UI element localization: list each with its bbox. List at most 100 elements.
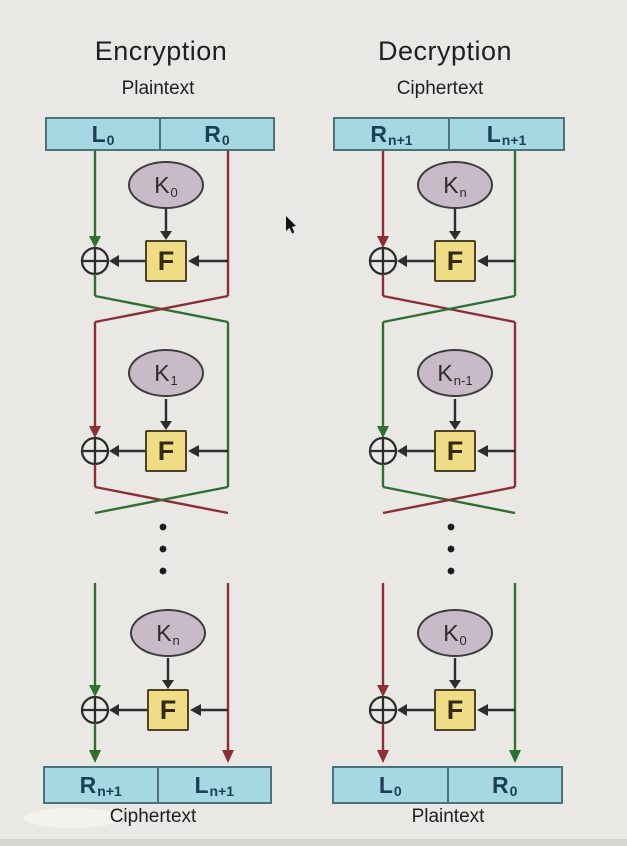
dec-round2-f-box: F	[434, 430, 476, 472]
dec-round1-f-box: F	[434, 240, 476, 282]
arrowhead-icon	[89, 236, 101, 248]
key-label: K	[437, 359, 453, 386]
dec-round-3	[368, 583, 521, 763]
ellipsis-dot	[159, 545, 167, 553]
swap-wire	[94, 485, 229, 515]
key-label-subscript: n	[459, 184, 467, 200]
register-label: L	[378, 771, 393, 798]
enc-round2-f-box: F	[145, 430, 187, 472]
encryption-output-label: Ciphertext	[109, 806, 197, 827]
arrowhead-icon	[188, 445, 199, 457]
xor-icon	[368, 246, 398, 276]
arrowhead-icon	[190, 704, 201, 716]
f-label: F	[446, 694, 464, 725]
key-label: K	[154, 359, 170, 386]
mouse-cursor-icon	[286, 216, 296, 234]
decryption-output-label: Plaintext	[411, 806, 485, 827]
f-label: F	[159, 694, 177, 725]
enc-ellipsis-dots	[159, 523, 167, 575]
encryption-input-label: Plaintext	[121, 78, 195, 99]
register-label-subscript: 0	[221, 132, 230, 148]
dec-ellipsis-dots	[447, 523, 455, 575]
register-label: L	[91, 120, 106, 147]
enc-round-2	[80, 322, 230, 487]
key-label: K	[443, 171, 459, 198]
dec-round3-f-box: F	[434, 689, 476, 731]
arrowhead-icon	[162, 680, 174, 689]
dec-swap-1	[382, 294, 516, 324]
key-label: K	[443, 619, 459, 646]
xor-icon	[368, 695, 398, 725]
arrowhead-icon	[397, 704, 407, 716]
arrowhead-icon	[477, 255, 488, 267]
register-label: R	[204, 120, 221, 147]
f-label: F	[446, 435, 464, 466]
decryption-input-label: Ciphertext	[396, 78, 484, 99]
arrowhead-icon	[89, 685, 101, 697]
arrowhead-icon	[109, 704, 119, 716]
arrowhead-icon	[397, 445, 407, 457]
arrowhead-icon	[109, 445, 119, 457]
bottom-strip	[0, 839, 627, 846]
arrowhead-icon	[377, 426, 389, 438]
register-label-subscript: n+1	[97, 783, 122, 799]
register-label-subscript: n+1	[209, 783, 235, 799]
dec-swap-2	[382, 485, 516, 515]
arrowhead-icon	[509, 750, 521, 763]
arrowhead-icon	[89, 426, 101, 438]
key-label-subscript: n	[172, 632, 180, 648]
enc-round1-f-box: F	[145, 240, 187, 282]
register-label: R	[79, 771, 97, 798]
enc-swap-2	[94, 485, 229, 515]
arrowhead-icon	[109, 255, 119, 267]
f-label: F	[157, 435, 175, 466]
xor-icon	[80, 436, 110, 466]
arrowhead-icon	[477, 445, 488, 457]
arrowhead-icon	[397, 255, 407, 267]
arrowhead-icon	[449, 231, 461, 240]
register-label-subscript: 0	[509, 783, 518, 799]
ellipsis-dot	[447, 567, 455, 575]
swap-wire	[382, 294, 516, 324]
ellipsis-dot	[159, 567, 167, 575]
swap-wire	[382, 485, 516, 515]
dec-round-2	[368, 322, 517, 487]
enc-swap-1	[94, 294, 229, 324]
arrowhead-icon	[449, 421, 461, 430]
encryption-title: Encryption	[94, 36, 228, 66]
enc-round-1	[80, 151, 230, 296]
key-label: K	[154, 171, 170, 198]
register-label: R	[370, 120, 388, 147]
register-label: R	[492, 771, 509, 798]
arrowhead-icon	[160, 421, 172, 430]
key-label-subscript: 1	[170, 372, 178, 388]
register-label-subscript: n+1	[501, 132, 527, 148]
arrowhead-icon	[377, 236, 389, 248]
ellipsis-dot	[447, 523, 455, 531]
register-label-subscript: n+1	[388, 132, 413, 148]
key-label: K	[156, 619, 172, 646]
dec-round-1	[368, 151, 517, 296]
key-label-subscript: 0	[170, 184, 178, 200]
register-label: L	[486, 120, 501, 147]
ellipsis-dot	[447, 545, 455, 553]
enc-round-3	[80, 583, 234, 763]
key-label-subscript: n-1	[453, 372, 473, 388]
